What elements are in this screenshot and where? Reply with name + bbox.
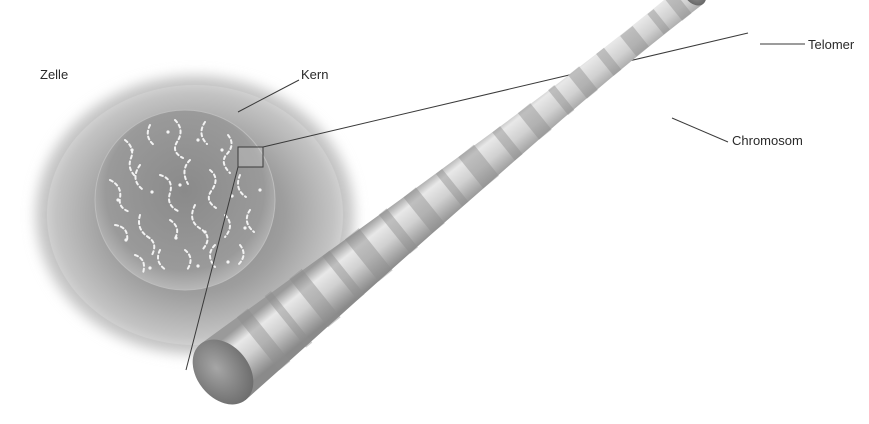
- zoom-box: [238, 147, 263, 167]
- chromosome-leader: [672, 118, 728, 142]
- nucleus-label: Kern: [301, 67, 328, 82]
- telomere-label: Telomer: [808, 37, 855, 52]
- chromosome-label: Chromosom: [732, 133, 803, 148]
- cell-label: Zelle: [40, 67, 68, 82]
- nucleus: [95, 110, 275, 290]
